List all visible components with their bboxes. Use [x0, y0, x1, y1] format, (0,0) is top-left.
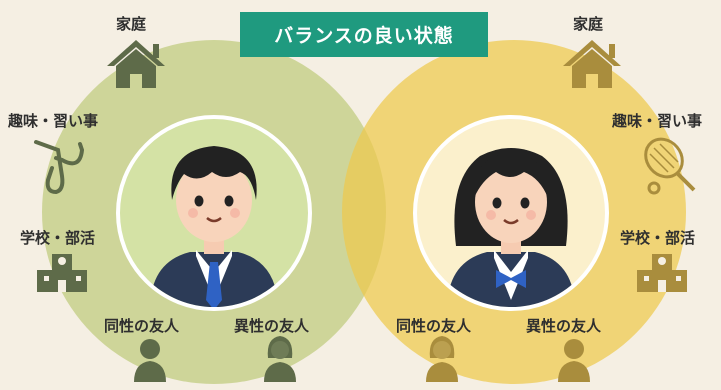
tennis-racket-icon: [644, 137, 696, 195]
right-home-label: 家庭: [573, 15, 604, 33]
school-building-icon: [637, 254, 687, 292]
left-hobby-label: 趣味・習い事: [8, 112, 99, 130]
right-same-sex-friend-label: 同性の友人: [396, 317, 472, 335]
male-friend-icon: [558, 339, 590, 382]
boy-student-illustration: [150, 146, 278, 307]
right-opposite-sex-friend-label: 異性の友人: [526, 317, 602, 335]
right-school-label: 学校・部活: [620, 229, 696, 247]
girl-student-illustration: [447, 148, 575, 307]
left-school-label: 学校・部活: [20, 229, 96, 247]
left-same-sex-friend-label: 同性の友人: [104, 317, 180, 335]
house-icon: [107, 40, 165, 88]
diagram-title: バランスの良い状態: [240, 12, 488, 57]
right-hobby-label: 趣味・習い事: [612, 112, 703, 130]
female-friend-icon: [264, 336, 296, 382]
school-building-icon: [37, 254, 87, 292]
left-home-label: 家庭: [116, 15, 147, 33]
male-friend-icon: [134, 339, 166, 382]
left-opposite-sex-friend-label: 異性の友人: [234, 317, 310, 335]
house-icon: [563, 40, 621, 88]
female-friend-icon: [426, 336, 458, 382]
saxophone-icon: [34, 140, 85, 195]
